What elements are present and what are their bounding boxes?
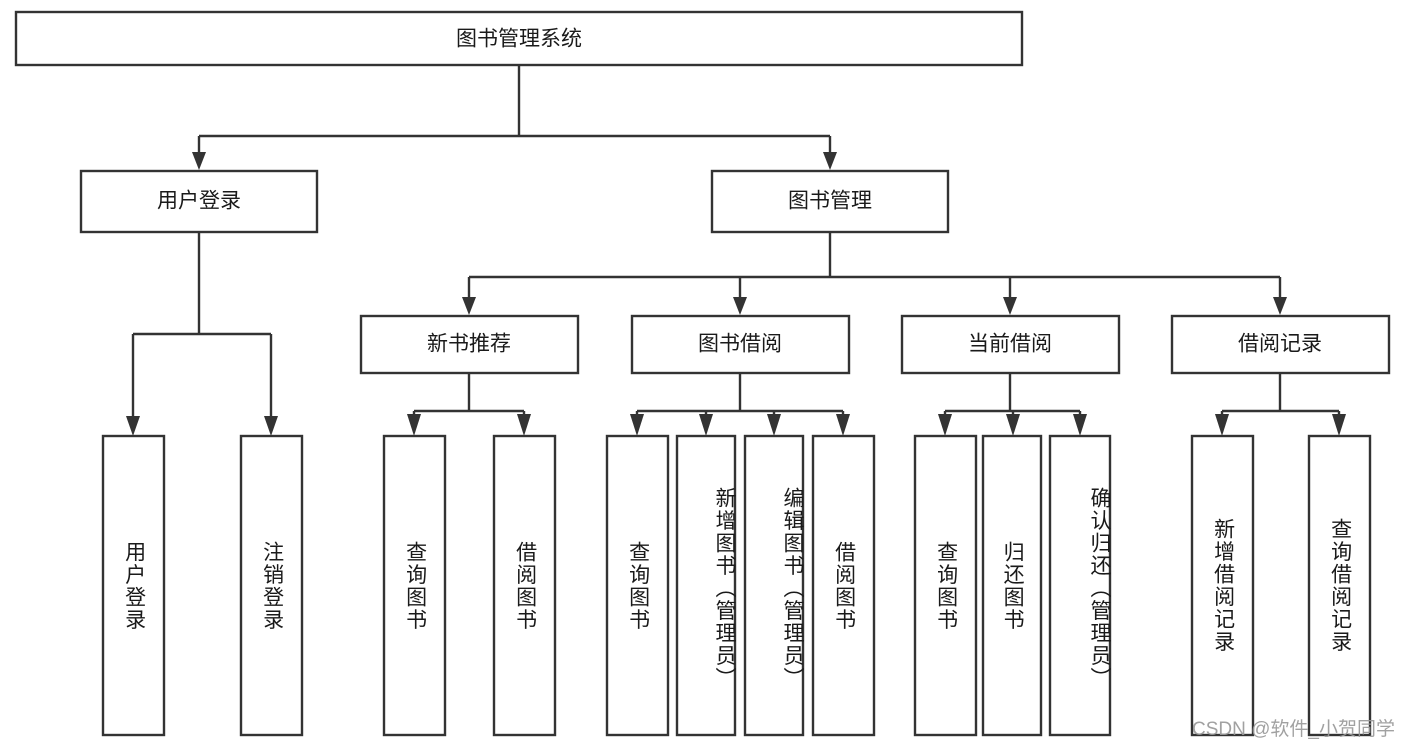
node-current-borrow-box[interactable]	[900, 314, 1121, 375]
leaf-user-login-box[interactable]	[101, 434, 166, 737]
node-book-borrow-label: 图书借阅	[698, 333, 782, 356]
node-book-management-box[interactable]	[710, 169, 950, 234]
leaf-borrow-book-box[interactable]	[811, 434, 876, 737]
leaf-edit-book-box[interactable]	[743, 434, 805, 737]
leaf-add-borrow-record-box[interactable]	[1190, 434, 1255, 737]
connector-newbook-to-leaves	[407, 373, 531, 436]
connector-root-to-level2	[192, 65, 837, 170]
node-book-management-label: 图书管理	[788, 190, 872, 213]
node-current-borrow-label: 当前借阅	[968, 333, 1052, 356]
leaf-return-book-box[interactable]	[981, 434, 1043, 737]
node-book-borrow-box[interactable]	[630, 314, 851, 375]
node-root-label: 图书管理系统	[456, 28, 582, 51]
node-user-login-label: 用户登录	[157, 190, 241, 213]
leaf-add-book-box[interactable]	[675, 434, 737, 737]
leaf-query-borrow-record-box[interactable]	[1307, 434, 1372, 737]
node-new-book-recommend-label: 新书推荐	[427, 333, 511, 356]
connector-bookmgmt-to-level3	[462, 232, 1287, 315]
node-root-box[interactable]	[14, 10, 1024, 67]
node-user-login-box[interactable]	[79, 169, 319, 234]
leaf-logout-box[interactable]	[239, 434, 304, 737]
node-new-book-recommend-box[interactable]	[359, 314, 580, 375]
leaf-query-book-current-box[interactable]	[913, 434, 978, 737]
connector-borrowrecord-to-leaves	[1215, 373, 1346, 436]
leaf-borrow-book-recommend-box[interactable]	[492, 434, 557, 737]
connector-currentborrow-to-leaves	[938, 373, 1087, 436]
leaf-query-book-borrow-box[interactable]	[605, 434, 670, 737]
leaf-query-book-recommend-box[interactable]	[382, 434, 447, 737]
csdn-watermark: CSDN @软件_小贺同学	[1192, 719, 1395, 740]
connector-bookborrow-to-leaves	[630, 373, 850, 436]
leaf-confirm-return-box[interactable]	[1048, 434, 1112, 737]
node-borrow-record-box[interactable]	[1170, 314, 1391, 375]
connector-userlogin-to-leaves	[126, 232, 278, 436]
node-borrow-record-label: 借阅记录	[1238, 333, 1322, 356]
